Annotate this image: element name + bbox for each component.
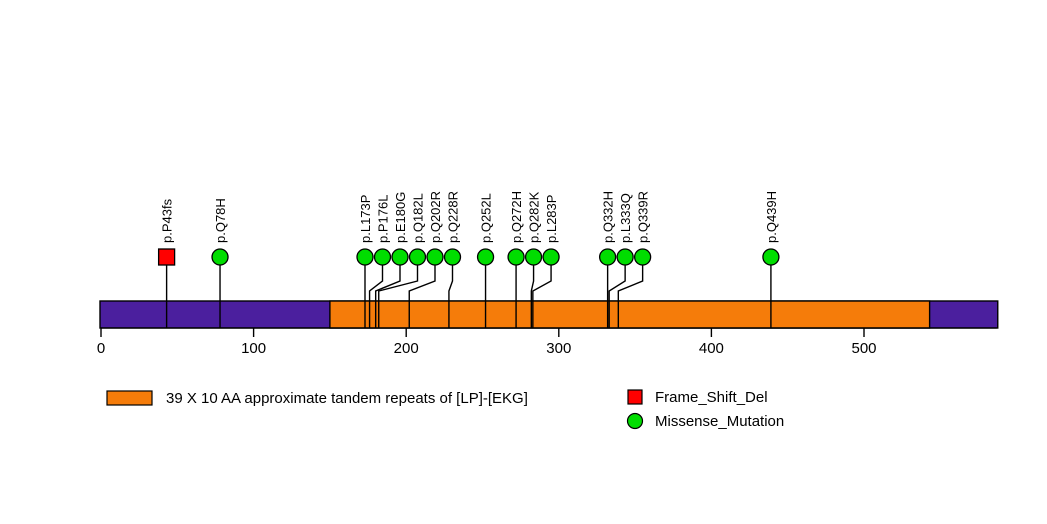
mutation-marker-pL283P[interactable]: p.L283P bbox=[532, 195, 560, 328]
x-axis-tick-label-400: 400 bbox=[699, 340, 724, 357]
mutation-label: p.Q182L bbox=[410, 193, 425, 243]
mutation-label: p.Q228R bbox=[445, 191, 460, 243]
mutation-head-circle[interactable] bbox=[356, 248, 374, 266]
mutation-label: p.Q272H bbox=[509, 191, 524, 243]
mutation-label: p.Q282K bbox=[527, 191, 542, 243]
mutation-label: p.Q339R bbox=[636, 191, 651, 243]
mutation-label: p.Q78H bbox=[213, 198, 228, 243]
legend-domain-swatch-0 bbox=[106, 390, 153, 406]
mutation-stem bbox=[530, 265, 535, 328]
x-axis-tick-label-200: 200 bbox=[394, 340, 419, 357]
mutation-label: p.P43fs bbox=[160, 198, 175, 243]
mutation-head-circle[interactable] bbox=[542, 248, 560, 266]
mutation-label: p.Q439H bbox=[764, 191, 779, 243]
mutation-head-circle[interactable] bbox=[476, 248, 495, 266]
x-axis-tick-label-100: 100 bbox=[241, 340, 266, 357]
mutation-marker-pQ202R[interactable]: p.Q202R bbox=[408, 191, 444, 328]
legend-mutation-swatch-1 bbox=[626, 412, 644, 430]
mutation-stem bbox=[374, 265, 401, 328]
mutation-label: p.L333Q bbox=[618, 193, 633, 243]
mutation-marker-pQ282K[interactable]: p.Q282K bbox=[524, 191, 543, 328]
mutation-label: p.L283P bbox=[544, 195, 559, 243]
mutation-head-circle[interactable] bbox=[426, 248, 444, 266]
mutation-head-circle[interactable] bbox=[633, 248, 652, 266]
mutation-stem bbox=[532, 265, 552, 328]
mutation-head-circle[interactable] bbox=[524, 248, 543, 266]
mutation-marker-pQ252L[interactable]: p.Q252L bbox=[476, 193, 495, 328]
mutation-stem bbox=[378, 265, 419, 328]
mutation-stem bbox=[408, 265, 436, 328]
protein-domain-0[interactable] bbox=[329, 300, 931, 329]
mutation-marker-pQ182L[interactable]: p.Q182L bbox=[378, 193, 427, 328]
mutation-marker-pQ78H[interactable]: p.Q78H bbox=[211, 198, 229, 328]
mutation-head-circle[interactable] bbox=[762, 248, 780, 266]
mutation-stem bbox=[617, 265, 644, 328]
mutation-stem bbox=[608, 265, 626, 328]
mutation-marker-pQ272H[interactable]: p.Q272H bbox=[507, 191, 525, 328]
mutation-stem bbox=[368, 265, 384, 328]
mutation-head-circle[interactable] bbox=[507, 248, 525, 266]
protein-track bbox=[99, 300, 999, 329]
legend-mutation-swatch-0 bbox=[627, 389, 643, 405]
mutation-marker-pQ228R[interactable]: p.Q228R bbox=[443, 191, 462, 328]
mutation-stem bbox=[448, 265, 454, 328]
mutation-marker-pQ339R[interactable]: p.Q339R bbox=[617, 191, 652, 328]
mutation-marker-pL173P[interactable]: p.L173P bbox=[356, 195, 374, 328]
mutation-head-circle[interactable] bbox=[616, 248, 634, 266]
mutation-marker-pQ439H[interactable]: p.Q439H bbox=[762, 191, 780, 328]
mutation-head-circle[interactable] bbox=[443, 248, 462, 266]
mutation-label: p.Q252L bbox=[479, 193, 494, 243]
x-axis-tick-label-300: 300 bbox=[546, 340, 571, 357]
legend: 39 X 10 AA approximate tandem repeats of… bbox=[106, 389, 784, 430]
mutation-marker-pP43fs[interactable]: p.P43fs bbox=[157, 198, 176, 328]
x-axis: 0 100 200 300 400 500 bbox=[97, 327, 997, 357]
mutation-label: p.Q332H bbox=[601, 191, 616, 243]
mutation-head-circle[interactable] bbox=[408, 248, 427, 266]
mutation-marker-pQ332H[interactable]: p.Q332H bbox=[598, 191, 617, 328]
mutation-head-circle[interactable] bbox=[373, 248, 392, 266]
mutation-head-circle[interactable] bbox=[598, 248, 617, 266]
legend-domain-label-0: 39 X 10 AA approximate tandem repeats of… bbox=[166, 390, 528, 407]
mutation-marker-pP176L[interactable]: p.P176L bbox=[368, 195, 392, 328]
mutation-label: p.E180G bbox=[393, 192, 408, 243]
mutation-label: p.P176L bbox=[375, 195, 390, 243]
mutation-label: p.Q202R bbox=[428, 191, 443, 243]
mutation-marker-pL333Q[interactable]: p.L333Q bbox=[608, 193, 634, 328]
x-axis-tick-label-500: 500 bbox=[851, 340, 876, 357]
mutation-head-circle[interactable] bbox=[211, 248, 229, 266]
x-axis-tick-label-0: 0 bbox=[97, 340, 105, 357]
mutation-marker-pE180G[interactable]: p.E180G bbox=[374, 192, 409, 328]
mutation-head-circle[interactable] bbox=[391, 248, 409, 266]
mutation-label: p.L173P bbox=[358, 195, 373, 243]
mutation-head-square[interactable] bbox=[157, 248, 176, 266]
legend-mutation-label-1: Missense_Mutation bbox=[655, 413, 784, 430]
legend-mutation-label-0: Frame_Shift_Del bbox=[655, 389, 768, 406]
